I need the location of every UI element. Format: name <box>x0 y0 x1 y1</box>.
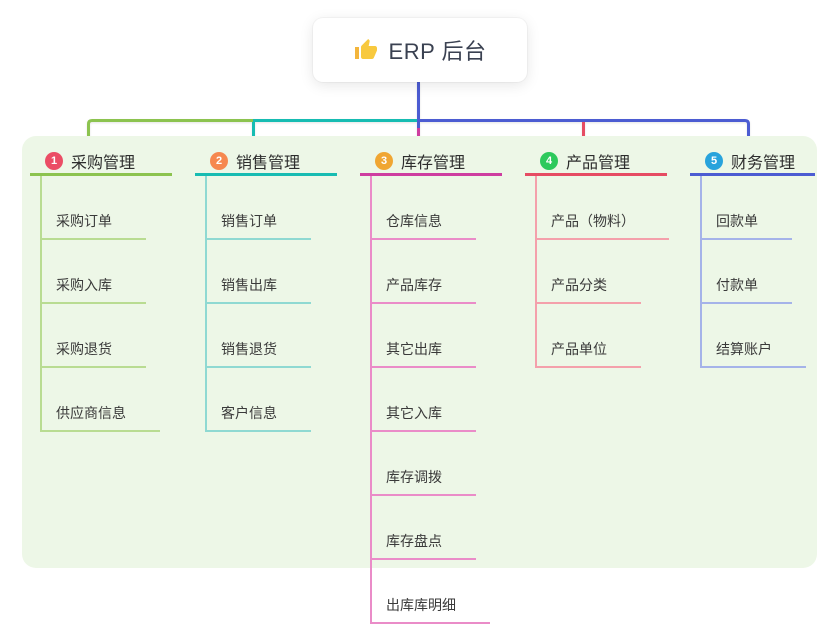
leaf-node[interactable]: 产品（物料） <box>537 176 669 240</box>
branch-leaves: 销售订单 销售出库 销售退货 客户信息 <box>205 176 311 432</box>
leaf-node[interactable]: 产品单位 <box>537 304 641 368</box>
branch-number-badge: 4 <box>540 151 558 170</box>
branch-number-badge: 1 <box>45 151 63 170</box>
branch-leaves: 回款单 付款单 结算账户 <box>700 176 806 368</box>
branch-number-badge: 3 <box>375 151 393 170</box>
branch-header[interactable]: 5 财务管理 <box>690 148 815 176</box>
leaf-node[interactable]: 采购退货 <box>42 304 146 368</box>
branch-sales: 2 销售管理 销售订单 销售出库 销售退货 客户信息 <box>195 148 337 432</box>
leaf-node[interactable]: 采购入库 <box>42 240 146 304</box>
branch-header[interactable]: 3 库存管理 <box>360 148 502 176</box>
branch-title: 库存管理 <box>401 154 466 172</box>
leaf-node[interactable]: 销售订单 <box>207 176 311 240</box>
leaf-node[interactable]: 结算账户 <box>702 304 806 368</box>
leaf-node[interactable]: 产品库存 <box>372 240 476 304</box>
leaf-node[interactable]: 库存盘点 <box>372 496 476 560</box>
branches-panel <box>22 136 817 568</box>
leaf-node[interactable]: 付款单 <box>702 240 792 304</box>
leaf-node[interactable]: 客户信息 <box>207 368 311 432</box>
branch-title: 财务管理 <box>731 154 796 172</box>
leaf-node[interactable]: 回款单 <box>702 176 792 240</box>
leaf-node[interactable]: 仓库信息 <box>372 176 476 240</box>
branch-leaves: 产品（物料） 产品分类 产品单位 <box>535 176 669 368</box>
branch-header[interactable]: 2 销售管理 <box>195 148 337 176</box>
leaf-node[interactable]: 产品分类 <box>537 240 641 304</box>
thumbs-up-icon <box>354 38 378 62</box>
branch-purchase: 1 采购管理 采购订单 采购入库 采购退货 供应商信息 <box>30 148 172 432</box>
branch-finance: 5 财务管理 回款单 付款单 结算账户 <box>690 148 815 368</box>
leaf-node[interactable]: 库存调拨 <box>372 432 476 496</box>
root-node[interactable]: ERP 后台 <box>313 18 527 82</box>
mindmap-canvas: ERP 后台 1 采购管理 采购订单 采购入库 采购退货 供应商信息 2 销售管… <box>22 18 817 624</box>
leaf-node[interactable]: 销售退货 <box>207 304 311 368</box>
branch-title: 产品管理 <box>566 154 631 172</box>
leaf-node[interactable]: 其它出库 <box>372 304 476 368</box>
branch-header[interactable]: 1 采购管理 <box>30 148 172 176</box>
branch-product: 4 产品管理 产品（物料） 产品分类 产品单位 <box>525 148 669 368</box>
branch-header[interactable]: 4 产品管理 <box>525 148 667 176</box>
branch-number-badge: 2 <box>210 151 228 170</box>
branch-title: 销售管理 <box>236 154 301 172</box>
branch-title: 采购管理 <box>71 154 136 172</box>
leaf-node[interactable]: 销售出库 <box>207 240 311 304</box>
root-title: ERP 后台 <box>388 39 487 64</box>
branch-inventory: 3 库存管理 仓库信息 产品库存 其它出库 其它入库 库存调拨 库存盘点 出库库… <box>360 148 502 624</box>
leaf-node[interactable]: 出库库明细 <box>372 560 490 624</box>
branch-number-badge: 5 <box>705 151 723 170</box>
leaf-node[interactable]: 供应商信息 <box>42 368 160 432</box>
branch-leaves: 仓库信息 产品库存 其它出库 其它入库 库存调拨 库存盘点 出库库明细 <box>370 176 490 624</box>
leaf-node[interactable]: 其它入库 <box>372 368 476 432</box>
branch-leaves: 采购订单 采购入库 采购退货 供应商信息 <box>40 176 160 432</box>
leaf-node[interactable]: 采购订单 <box>42 176 146 240</box>
